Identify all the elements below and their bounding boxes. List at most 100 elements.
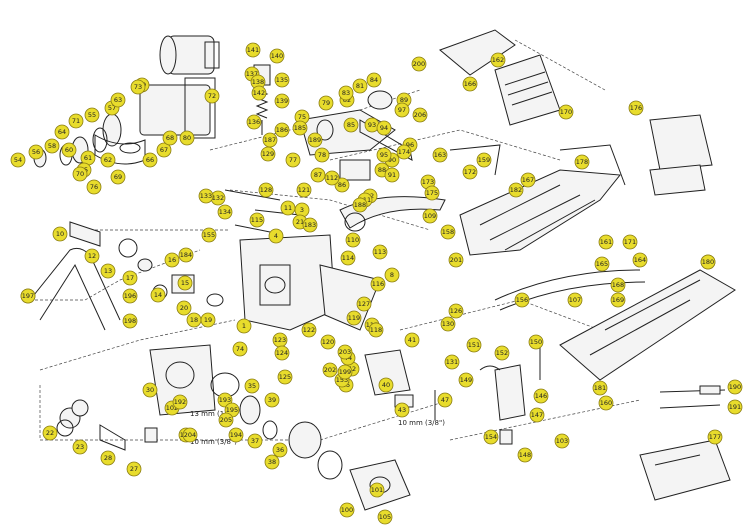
part-badge-172: 172 [462,164,478,180]
badge-circle [264,454,280,470]
badge-label: 141 [247,46,259,54]
part-badge-20: 20 [176,300,192,316]
badge-label: 87 [314,171,322,179]
badge-label: 56 [32,148,40,156]
badge-circle [337,364,353,380]
badge-circle [520,172,536,188]
badge-label: 138 [252,78,264,86]
badge-circle [52,226,68,242]
badge-label: 109 [424,212,436,220]
badge-circle [274,122,290,138]
badge-circle [318,95,334,111]
part-badge-127: 127 [356,296,372,312]
cutter-block [364,349,436,420]
badge-circle [574,154,590,170]
badge-label: 159 [478,156,490,164]
part-badge-168: 168 [610,277,626,293]
part-badge-140: 140 [269,48,285,64]
part-badge-152: 152 [494,345,510,361]
badge-circle [628,100,644,116]
part-badge-154: 154 [483,429,499,445]
badge-circle [72,439,88,455]
part-badge-150: 150 [528,334,544,350]
badge-circle [100,152,116,168]
badge-circle [110,92,126,108]
badge-label: 195 [226,406,238,414]
badge-circle [150,287,166,303]
badge-circle [345,232,361,248]
badge-circle [322,362,338,378]
badge-circle [508,182,524,198]
part-badge-80: 80 [179,130,195,146]
badge-label: 196 [124,292,136,300]
guide-rail [494,269,646,311]
part-badge-63: 63 [110,92,126,108]
badge-label: 62 [104,156,112,164]
badge-circle [376,120,392,136]
part-badge-170: 170 [558,104,574,120]
badge-circle [142,382,158,398]
part-badge-27: 27 [126,461,142,477]
badge-label: 127 [358,300,370,308]
badge-circle [483,429,499,445]
badge-label: 171 [624,238,636,246]
part-badge-30: 30 [142,382,158,398]
badge-circle [369,482,385,498]
badge-label: 15 [181,279,189,287]
badge-label: 122 [303,326,315,334]
part-badge-139: 139 [274,93,290,109]
part-badge-116: 116 [370,276,386,292]
badge-circle [378,377,394,393]
badge-circle [366,72,382,88]
badge-label: 86 [338,181,346,189]
badge-label: 158 [442,228,454,236]
badge-label: 22 [46,429,54,437]
badge-label: 19 [204,316,212,324]
part-badge-61: 61 [80,150,96,166]
part-badge-75: 75 [294,109,310,125]
part-badge-37: 37 [247,433,263,449]
badge-label: 93 [368,121,376,129]
badge-circle [54,124,70,140]
part-badge-16: 16 [164,252,180,268]
badge-label: 36 [276,446,284,454]
badge-label: 188 [354,201,366,209]
badge-label: 114 [342,254,354,262]
badge-label: 27 [130,465,138,473]
part-badge-78: 78 [314,147,330,163]
badge-circle [61,142,77,158]
badge-circle [444,354,460,370]
badge-circle [339,502,355,518]
badge-label: 201 [450,256,462,264]
part-badge-164: 164 [632,252,648,268]
badge-circle [201,227,217,243]
shaft-parts [69,221,224,307]
part-badge-22: 22 [42,425,58,441]
part-badge-181: 181 [592,380,608,396]
badge-circle [164,252,180,268]
part-badge-38: 38 [264,454,280,470]
badge-circle [178,247,194,263]
badge-circle [610,277,626,293]
badge-circle [110,169,126,185]
part-badge-85: 85 [343,117,359,133]
badge-label: 206 [414,111,426,119]
badge-circle [182,427,198,443]
badge-circle [156,142,172,158]
badge-label: 135 [276,76,288,84]
badge-label: 136 [248,118,260,126]
badge-label: 100 [341,506,353,514]
badge-label: 83 [342,89,350,97]
badge-label: 176 [630,104,642,112]
part-badge-55: 55 [84,107,100,123]
part-badge-121: 121 [296,182,312,198]
badge-label: 174 [398,148,410,156]
badge-label: 16 [168,256,176,264]
badge-circle [490,52,506,68]
badge-label: 121 [298,186,310,194]
badge-circle [246,114,262,130]
badge-label: 40 [382,381,390,389]
badge-label: 102 [166,404,178,412]
part-badge-167: 167 [520,172,536,188]
badge-circle [700,254,716,270]
